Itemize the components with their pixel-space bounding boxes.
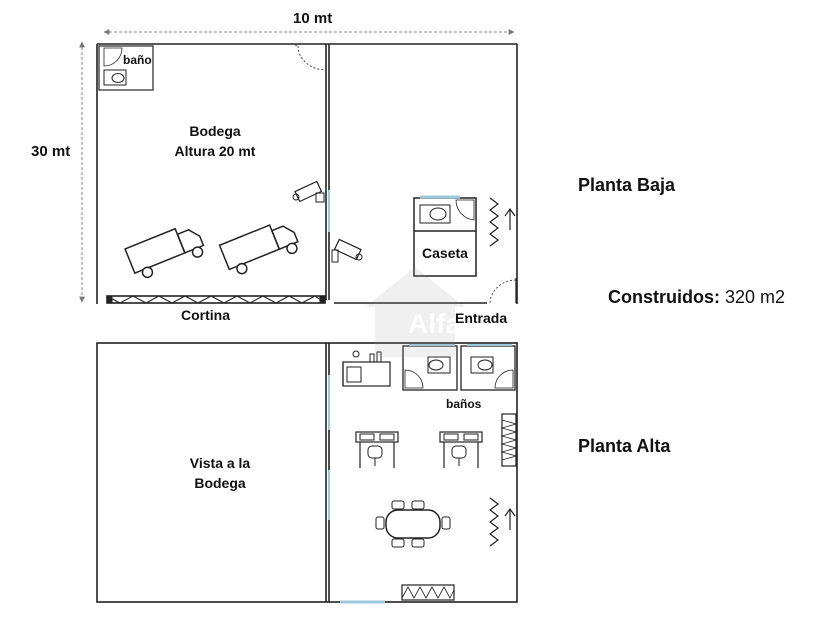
construidos-key: Construidos:	[608, 287, 720, 307]
bath-label: baño	[123, 53, 152, 67]
watermark-logo	[365, 267, 465, 357]
bodega-label: Bodega	[189, 123, 241, 139]
planta-baja-title: Planta Baja	[578, 175, 676, 195]
planta-baja-plan	[96, 43, 518, 304]
cortina-door	[106, 295, 326, 304]
planta-alta-plan	[96, 342, 518, 603]
entrada-label: Entrada	[455, 310, 508, 326]
caseta-label: Caseta	[422, 245, 468, 261]
vista-label: Vista a la	[189, 455, 251, 471]
width-dimension-label: 10 mt	[293, 10, 333, 27]
construidos-label: Construidos: 320 m2	[608, 287, 785, 308]
watermark-text: Alfa	[408, 308, 461, 339]
bodega-height-label: Altura 20 mt	[174, 143, 256, 159]
construidos-value: 320 m2	[725, 287, 786, 307]
vista-bodega-label: Bodega	[194, 475, 246, 491]
banos-label: baños	[446, 397, 482, 411]
height-dimension-label: 30 mt	[31, 143, 71, 160]
cortina-label: Cortina	[181, 307, 230, 323]
planta-alta-title: Planta Alta	[578, 436, 671, 456]
